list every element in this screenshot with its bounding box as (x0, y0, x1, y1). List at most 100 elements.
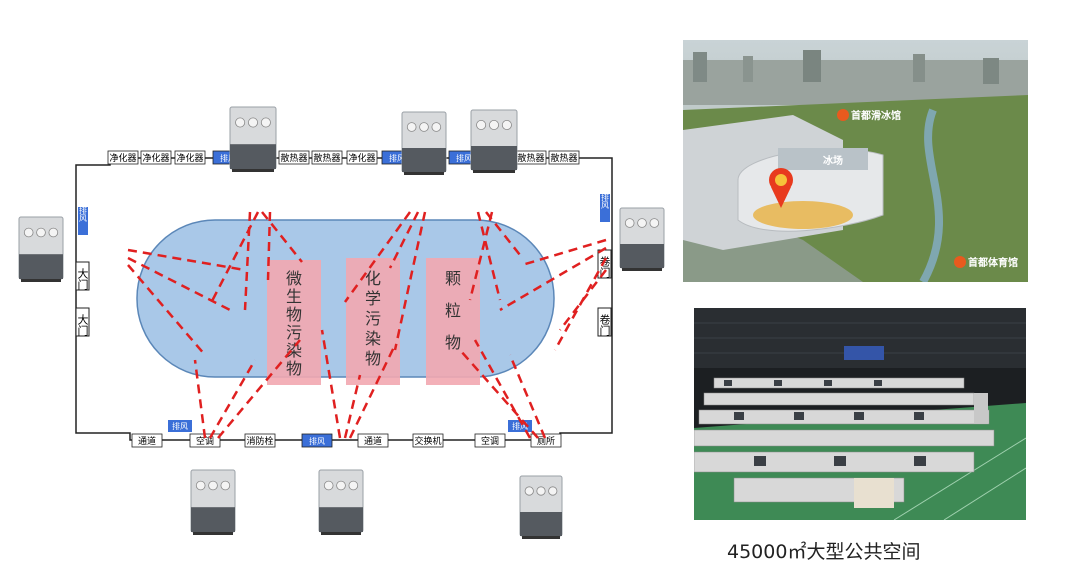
purifier-unit (318, 469, 364, 535)
airflow-line (468, 211, 494, 301)
bottom-exhaust-label: 排风 (172, 421, 188, 431)
bottom-wall-label: 交换机 (414, 435, 441, 447)
bottom-wall-label: 空调 (481, 435, 499, 447)
left-exhaust-label: 排风 (79, 205, 88, 223)
exhaust-label: 排风 (309, 436, 325, 446)
airflow-line (508, 354, 547, 439)
airflow-line (193, 359, 207, 439)
purifier-unit (470, 109, 518, 173)
exhaust-label: 排风 (389, 153, 405, 163)
airflow-lines (127, 211, 608, 439)
airflow-line (499, 246, 607, 312)
pollutant-zones (267, 258, 480, 385)
top-wall-label: 净化器 (142, 152, 169, 164)
airflow-line (343, 211, 412, 303)
airflow-line (127, 264, 206, 356)
central-area-oval (136, 219, 555, 378)
airflow-line (559, 269, 607, 331)
zone-chemical-box (346, 258, 400, 385)
bottom-wall-box (357, 433, 389, 448)
bottom-wall-label: 消防栓 (246, 435, 273, 447)
airflow-line (553, 257, 608, 351)
purifier-units (18, 106, 665, 539)
top-wall-label: 净化器 (109, 152, 136, 164)
bottom-wall-label: 通道 (364, 435, 382, 447)
top-wall-box (548, 150, 580, 165)
zone-microbial-box (267, 260, 321, 385)
right-door-2: 卷门 (597, 307, 612, 337)
top-wall-label: 散热器 (550, 152, 577, 164)
bottom-wall-label: 空调 (196, 435, 214, 447)
airflow-line (127, 248, 246, 272)
airflow-line (208, 211, 260, 306)
right-door-1: 卷门 (597, 249, 612, 279)
left-exhaust-box (78, 207, 88, 235)
space-caption: 45000㎡大型公共空间 (727, 541, 921, 563)
bottom-exhaust-label: 排风 (512, 421, 528, 431)
top-wall-box (278, 150, 310, 165)
left-door-2: 大门 (75, 307, 90, 337)
top-wall-label: 散热器 (280, 152, 307, 164)
bottom-wall-box (131, 433, 163, 448)
zone-label: 微生物污染物 (286, 269, 302, 378)
right-exhaust-box (600, 194, 610, 222)
airflow-line (261, 211, 303, 263)
zone-label: 颗粒物 (445, 269, 461, 352)
bottom-exhaust-box (168, 420, 192, 432)
airflow-line (127, 256, 231, 312)
airflow-line (476, 211, 502, 301)
top-wall-box (140, 150, 172, 165)
airflow-line (343, 374, 362, 439)
purifier-unit (18, 216, 64, 282)
right-exhaust-label: 排风 (601, 192, 610, 210)
bottom-wall-box (412, 433, 444, 448)
top-wall-label: 净化器 (348, 152, 375, 164)
top-wall-box (346, 150, 378, 165)
zone-label: 化学污染物 (365, 269, 381, 368)
left-door-1: 大门 (75, 261, 90, 291)
bottom-wall-box (244, 433, 276, 448)
zone-microbial-text: 微生物污染物 (286, 269, 302, 378)
airflow-line (393, 211, 427, 351)
bottom-wall-box (474, 433, 506, 448)
top-wall-box (311, 150, 343, 165)
svg-text:大门: 大门 (76, 313, 89, 337)
airflow-line (388, 211, 420, 269)
airflow-line (485, 211, 521, 256)
airflow-line (459, 349, 539, 439)
purifier-unit (619, 207, 665, 271)
bottom-wall-label: 通道 (138, 435, 156, 447)
pin-label-skating-hall: 首都滑冰馆 (851, 109, 901, 122)
svg-text:卷门: 卷门 (598, 313, 611, 337)
venue-aerial-photo: 首都滑冰馆 冰场 首都体育馆 (683, 40, 1028, 282)
indoor-hall-photo (694, 308, 1026, 520)
top-wall-box (174, 150, 206, 165)
top-wall-label: 散热器 (517, 152, 544, 164)
zone-particulate-text: 颗粒物 (445, 269, 461, 352)
top-wall-label: 净化器 (176, 152, 203, 164)
top-wall-box (107, 150, 139, 165)
purifier-unit (519, 475, 563, 539)
pin-label-rink: 冰场 (823, 154, 843, 167)
bottom-wall-label: 厕所 (537, 436, 555, 447)
top-wall-label: 散热器 (313, 152, 340, 164)
zone-particulate-box (426, 258, 480, 385)
purifier-unit (401, 111, 447, 175)
svg-text:大门: 大门 (76, 267, 89, 291)
airflow-line (320, 329, 342, 439)
pin-label-stadium: 首都体育馆 (968, 256, 1018, 269)
exhaust-label: 排风 (220, 153, 236, 163)
zone-chemical-text: 化学污染物 (365, 269, 381, 368)
airflow-line (208, 359, 257, 439)
svg-text:卷门: 卷门 (598, 255, 611, 279)
exhaust-box (301, 433, 333, 448)
airflow-line (348, 344, 397, 439)
purifier-unit (229, 106, 277, 172)
exhaust-label: 排风 (456, 153, 472, 163)
purifier-unit (190, 469, 236, 535)
airflow-line (266, 211, 272, 281)
airflow-line (473, 339, 532, 439)
airflow-line (217, 339, 301, 439)
bottom-wall-labels: 通道空调消防栓排风通道交换机空调厕所排风排风 (131, 420, 562, 448)
